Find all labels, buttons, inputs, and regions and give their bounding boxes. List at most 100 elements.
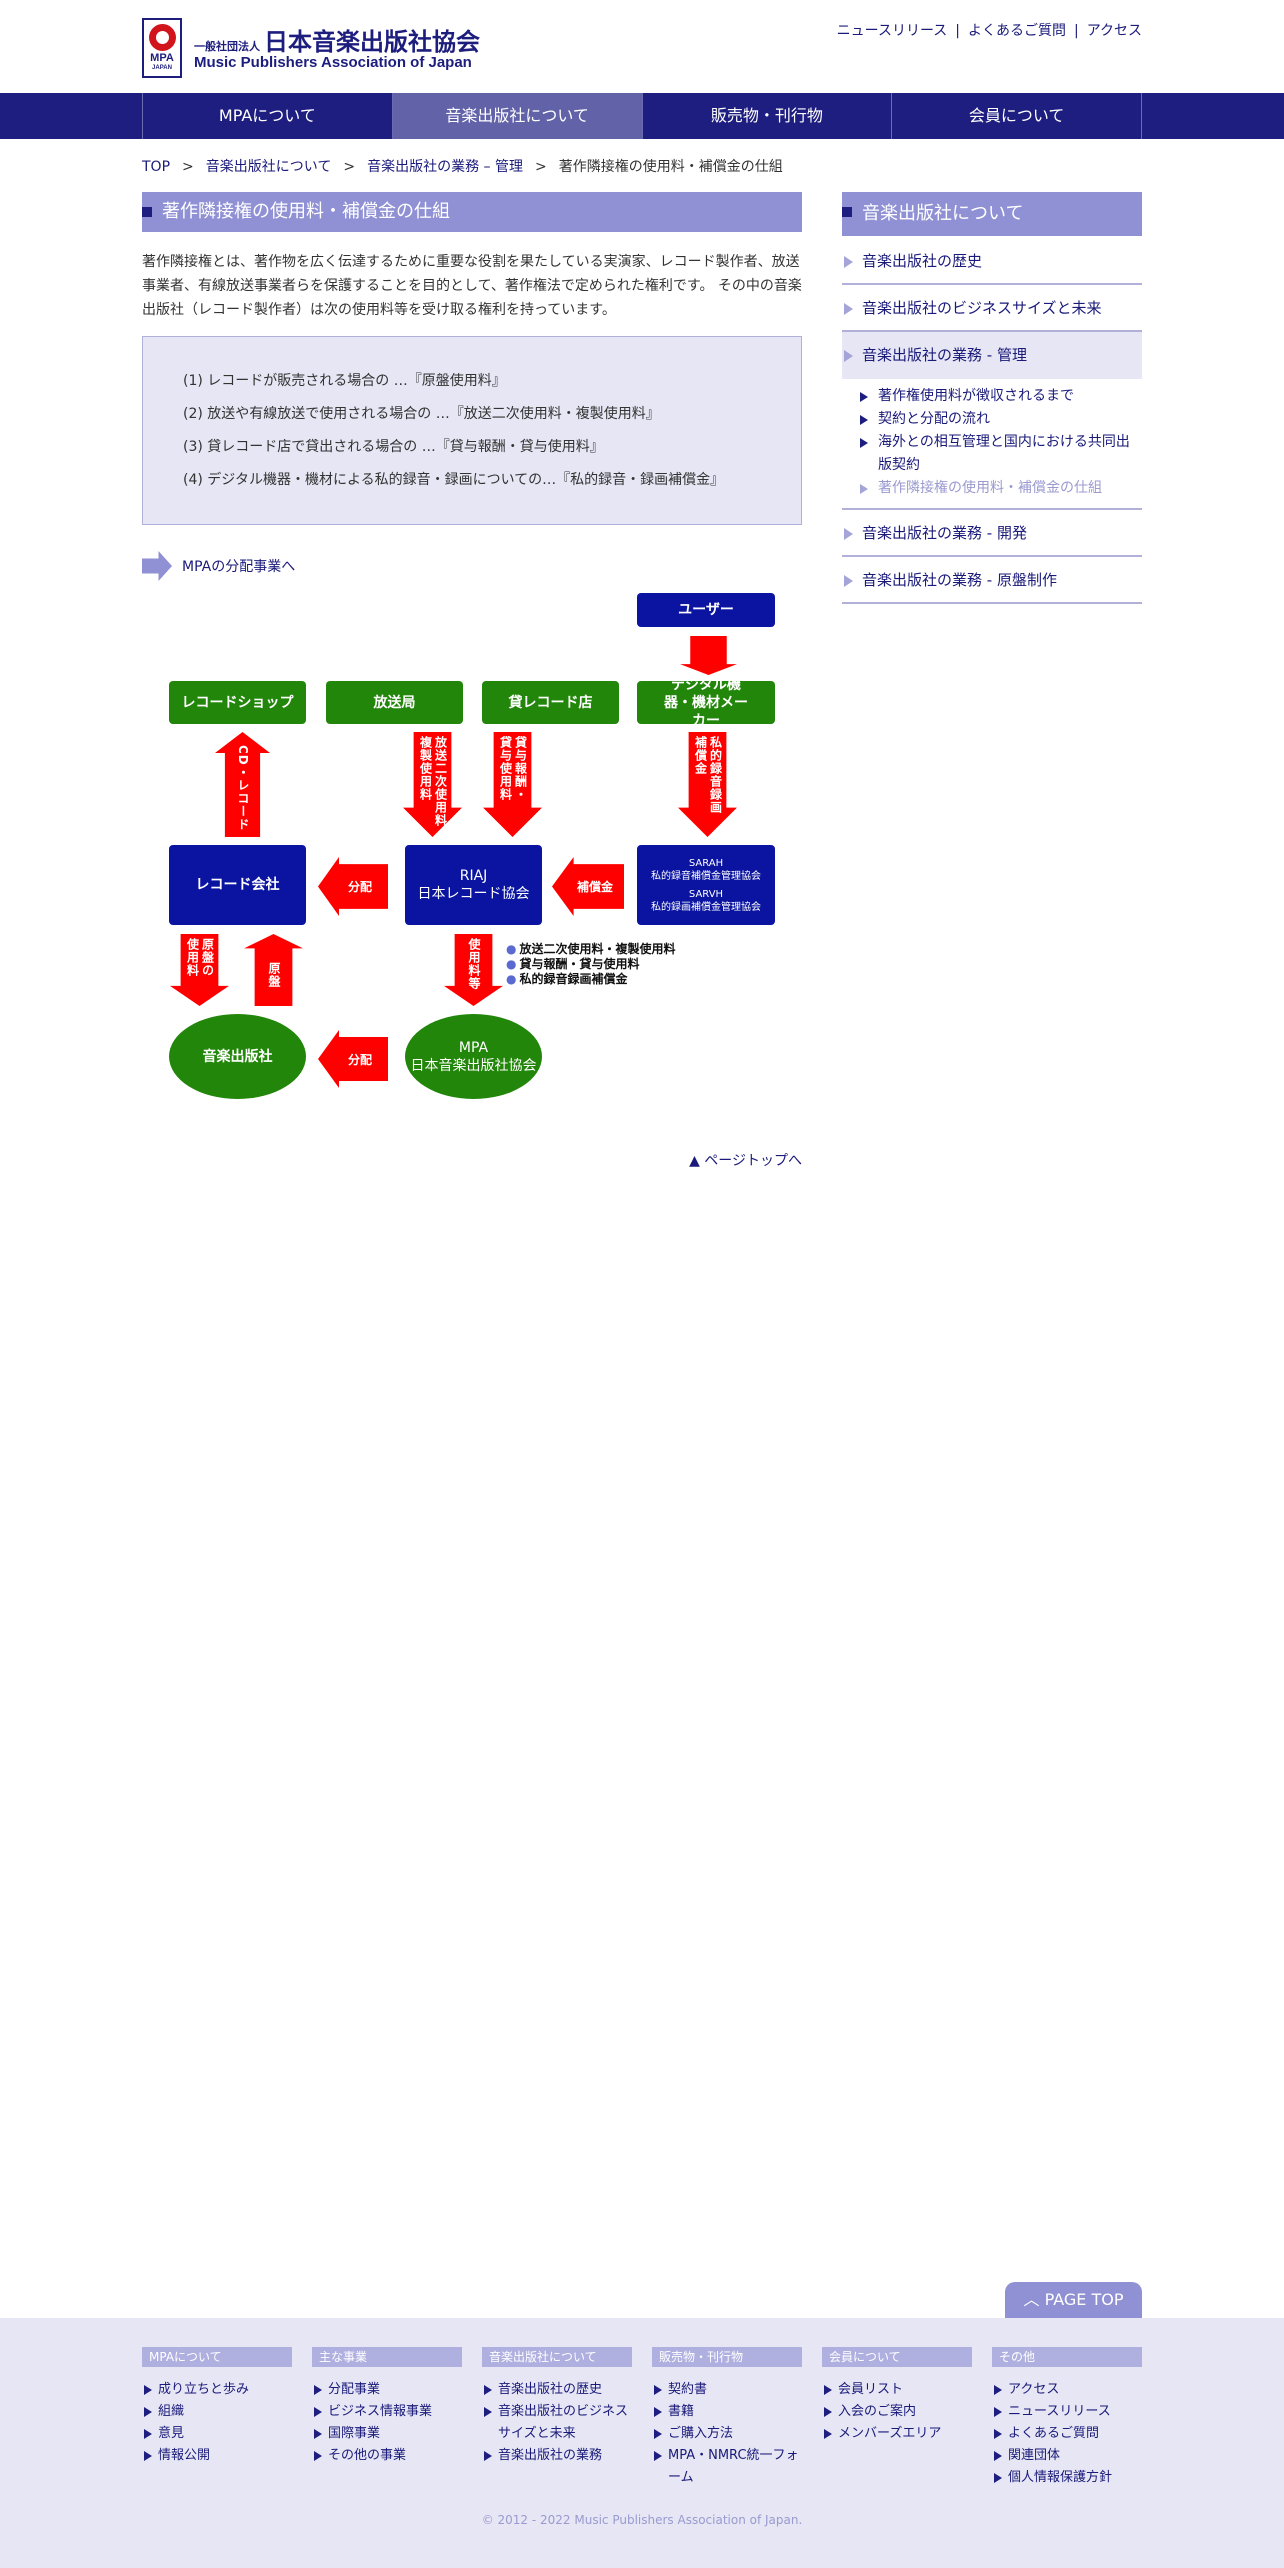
top-link-access[interactable]: アクセス <box>1086 23 1142 39</box>
top-link-news[interactable]: ニュースリリース <box>836 23 948 39</box>
arrow-down-fees: 使用料等 <box>444 934 503 1006</box>
footer-column: その他アクセスニュースリリースよくあるご質問関連団体個人情報保護方針 <box>992 2347 1142 2489</box>
sidebar-subnav: 著作権使用料が徴収されるまで 契約と分配の流れ 海外との相互管理と国内における共… <box>842 379 1142 510</box>
node-user: ユーザー <box>637 593 775 627</box>
footer-link[interactable]: よくあるご質問 <box>992 2423 1142 2445</box>
footer-column-heading: その他 <box>992 2347 1142 2367</box>
separator: | <box>955 23 960 39</box>
nav-publishers[interactable]: 音楽出版社について <box>392 93 643 139</box>
breadcrumb-top[interactable]: TOP <box>142 159 171 175</box>
mpa-name: 日本音楽出版社協会 <box>410 1057 537 1074</box>
sidebar-nav: 音楽出版社の歴史 音楽出版社のビジネスサイズと未来 音楽出版社の業務 - 管理 … <box>842 238 1142 604</box>
footer-link[interactable]: 関連団体 <box>992 2445 1142 2467</box>
arrow-up-master: 原盤 <box>244 934 303 1006</box>
footer-column: 主な事業分配事業ビジネス情報事業国際事業その他の事業 <box>312 2347 462 2467</box>
site-logo[interactable]: MPA JAPAN 一般社団法人日本音楽出版社協会 Music Publishe… <box>142 18 502 78</box>
footer-link[interactable]: 分配事業 <box>312 2379 462 2401</box>
fee-bullet: 放送二次使用料・複製使用料 <box>506 942 675 957</box>
sarvh-name: 私的録画補償金管理協会 <box>651 901 761 913</box>
sidebar-subitem-overseas[interactable]: 海外との相互管理と国内における共同出版契約 <box>860 431 1142 477</box>
arrow-label-line: 複製使用料 <box>418 736 433 801</box>
footer-link[interactable]: 書籍 <box>652 2401 802 2423</box>
arrow-label-line: 貸与報酬・ <box>513 736 528 801</box>
arrow-left-distribution: 分配 <box>318 857 388 916</box>
arrow-label: 分配 <box>347 1052 372 1067</box>
fee-bullet: 貸与報酬・貸与使用料 <box>506 957 676 972</box>
fee-list: (1) レコードが販売される場合の …『原盤使用料』 (2) 放送や有線放送で使… <box>142 336 802 525</box>
node-maker: デジタル機器・機材メーカー <box>637 677 775 729</box>
sidebar-item-management[interactable]: 音楽出版社の業務 - 管理 <box>842 332 1142 379</box>
sidebar-title: 音楽出版社について <box>842 192 1142 236</box>
footer-link[interactable]: 音楽出版社の歴史 <box>482 2379 632 2401</box>
arrow-down-icon <box>680 636 737 675</box>
node-publisher: 音楽出版社 <box>169 1014 306 1099</box>
arrow-label: 使用料等 <box>467 938 481 990</box>
breadcrumb-management[interactable]: 音楽出版社の業務 – 管理 <box>367 159 523 175</box>
chevron-up-icon: ︿ <box>1023 2290 1045 2309</box>
breadcrumb-publishers[interactable]: 音楽出版社について <box>205 159 332 175</box>
nav-members[interactable]: 会員について <box>892 93 1142 139</box>
sidebar-subitem-collection[interactable]: 著作権使用料が徴収されるまで <box>860 385 1142 408</box>
sidebar-item-history[interactable]: 音楽出版社の歴史 <box>842 238 1142 285</box>
fee-list-item: (2) 放送や有線放送で使用される場合の …『放送二次使用料・複製使用料』 <box>183 406 660 422</box>
sidebar-item-master-production[interactable]: 音楽出版社の業務 - 原盤制作 <box>842 557 1142 604</box>
footer-link[interactable]: 契約書 <box>652 2379 802 2401</box>
footer-link[interactable]: ニュースリリース <box>992 2401 1142 2423</box>
mpa-abbr: MPA <box>458 1039 489 1056</box>
breadcrumb-sep: > <box>343 159 356 175</box>
sarvh-abbr: SARVH <box>688 888 724 900</box>
arrow-label-line: 原盤の <box>200 938 215 977</box>
footer-link-list: 音楽出版社の歴史音楽出版社のビジネスサイズと未来音楽出版社の業務 <box>482 2379 632 2467</box>
nav-mpa[interactable]: MPAについて <box>143 93 393 139</box>
node-rental-shop: 貸レコード店 <box>482 681 619 724</box>
footer-column: 音楽出版社について音楽出版社の歴史音楽出版社のビジネスサイズと未来音楽出版社の業… <box>482 2347 632 2467</box>
nav-publications[interactable]: 販売物・刊行物 <box>643 93 893 139</box>
fee-bullets: 放送二次使用料・複製使用料 貸与報酬・貸与使用料 私的録音録画補償金 <box>506 942 676 987</box>
footer-link[interactable]: ご購入方法 <box>652 2423 802 2445</box>
arrow-label: 私的録音録画補償金 <box>693 736 723 814</box>
page-top-button[interactable]: ︿ PAGE TOP <box>1005 2282 1142 2318</box>
footer-link[interactable]: その他の事業 <box>312 2445 462 2467</box>
arrow-right-icon <box>142 551 172 581</box>
sidebar-item-business-size[interactable]: 音楽出版社のビジネスサイズと未来 <box>842 285 1142 332</box>
sidebar-subitem-contract[interactable]: 契約と分配の流れ <box>860 408 1142 431</box>
mpa-distribution-link[interactable]: MPAの分配事業へ <box>142 551 295 581</box>
arrow-down-rental: 貸与報酬・貸与使用料 <box>483 732 542 837</box>
footer-link-list: 会員リスト入会のご案内メンバーズエリア <box>822 2379 972 2445</box>
arrow-label-line: 貸与使用料 <box>498 736 513 801</box>
sidebar-item-development[interactable]: 音楽出版社の業務 - 開発 <box>842 510 1142 557</box>
footer-link-list: 成り立ちと歩み組織意見情報公開 <box>142 2379 292 2467</box>
footer-link[interactable]: ビジネス情報事業 <box>312 2401 462 2423</box>
sarah-abbr: SARAH <box>688 857 724 869</box>
sidebar-subitem-neighboring-rights[interactable]: 著作隣接権の使用料・補償金の仕組 <box>860 477 1142 500</box>
footer-link[interactable]: 国際事業 <box>312 2423 462 2445</box>
page-top-link[interactable]: ▲ ページトップへ <box>689 1153 802 1169</box>
footer-link[interactable]: 音楽出版社のビジネスサイズと未来 <box>482 2401 632 2445</box>
page-top-label: PAGE TOP <box>1044 2290 1124 2309</box>
arrow-label-line: 放送二次使用料 <box>433 736 448 827</box>
breadcrumb: TOP>音楽出版社について>音楽出版社の業務 – 管理>著作隣接権の使用料・補償… <box>142 156 783 176</box>
top-link-faq[interactable]: よくあるご質問 <box>967 23 1066 39</box>
footer-link[interactable]: 情報公開 <box>142 2445 292 2467</box>
footer-link[interactable]: 会員リスト <box>822 2379 972 2401</box>
copyright: © 2012 - 2022 Music Publishers Associati… <box>481 2513 803 2527</box>
footer-link[interactable]: MPA・NMRC統一フォーム <box>652 2445 802 2489</box>
footer-link[interactable]: 成り立ちと歩み <box>142 2379 292 2401</box>
footer-link[interactable]: 組織 <box>142 2401 292 2423</box>
flow-diagram: ユーザー レコードショップ 放送局 貸レコード店 デジタル機器・機材メーカー C… <box>142 590 802 1130</box>
footer-link[interactable]: 音楽出版社の業務 <box>482 2445 632 2467</box>
sarah-name: 私的録音補償金管理協会 <box>651 870 761 882</box>
breadcrumb-sep: > <box>534 159 547 175</box>
footer-link[interactable]: 入会のご案内 <box>822 2401 972 2423</box>
footer-link[interactable]: 個人情報保護方針 <box>992 2467 1142 2489</box>
separator: | <box>1073 23 1079 39</box>
top-links: ニュースリリース | よくあるご質問 | アクセス <box>837 20 1142 40</box>
footer-link[interactable]: 意見 <box>142 2423 292 2445</box>
footer-link[interactable]: アクセス <box>992 2379 1142 2401</box>
page-title: 著作隣接権の使用料・補償金の仕組 <box>142 192 802 232</box>
logo-en: Music Publishers Association of Japan <box>194 54 472 71</box>
logo-jp-name: 日本音楽出版社協会 <box>264 28 480 56</box>
arrow-down-master-fee: 原盤の使用料 <box>170 934 229 1006</box>
footer-link[interactable]: メンバーズエリア <box>822 2423 972 2445</box>
